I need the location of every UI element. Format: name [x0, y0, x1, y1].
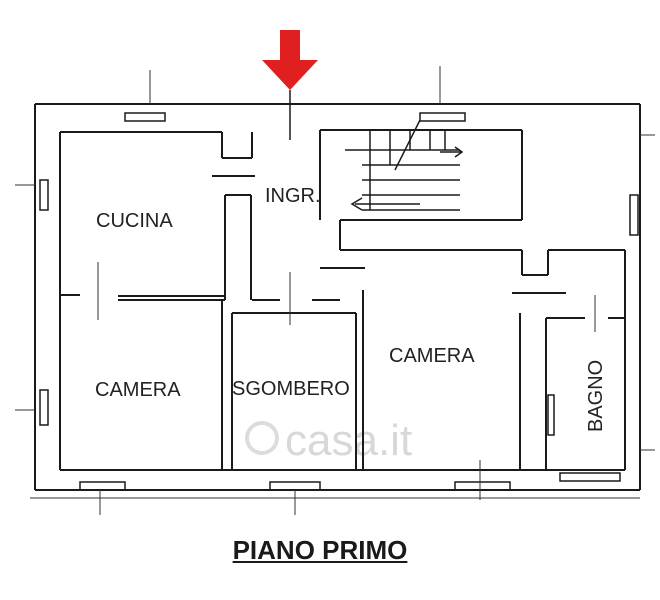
watermark-text: casa.it — [285, 416, 412, 465]
interior-walls — [60, 130, 625, 470]
room-label-sgombero: SGOMBERO — [232, 378, 350, 400]
staircase-icon — [345, 119, 464, 211]
outer-walls — [34, 103, 641, 491]
room-label-cucina: CUCINA — [96, 210, 173, 232]
room-label-camera-2: CAMERA — [389, 345, 475, 367]
dimension-ticks — [15, 66, 655, 515]
room-label-camera-1: CAMERA — [95, 379, 181, 401]
watermark: casa.it — [245, 416, 412, 465]
room-label-bagno: BAGNO — [585, 360, 607, 432]
floor-title: PIANO PRIMO — [232, 535, 408, 565]
windows — [39, 112, 639, 491]
room-label-ingresso: INGR. — [265, 185, 321, 207]
entrance-arrow-icon — [262, 30, 318, 140]
